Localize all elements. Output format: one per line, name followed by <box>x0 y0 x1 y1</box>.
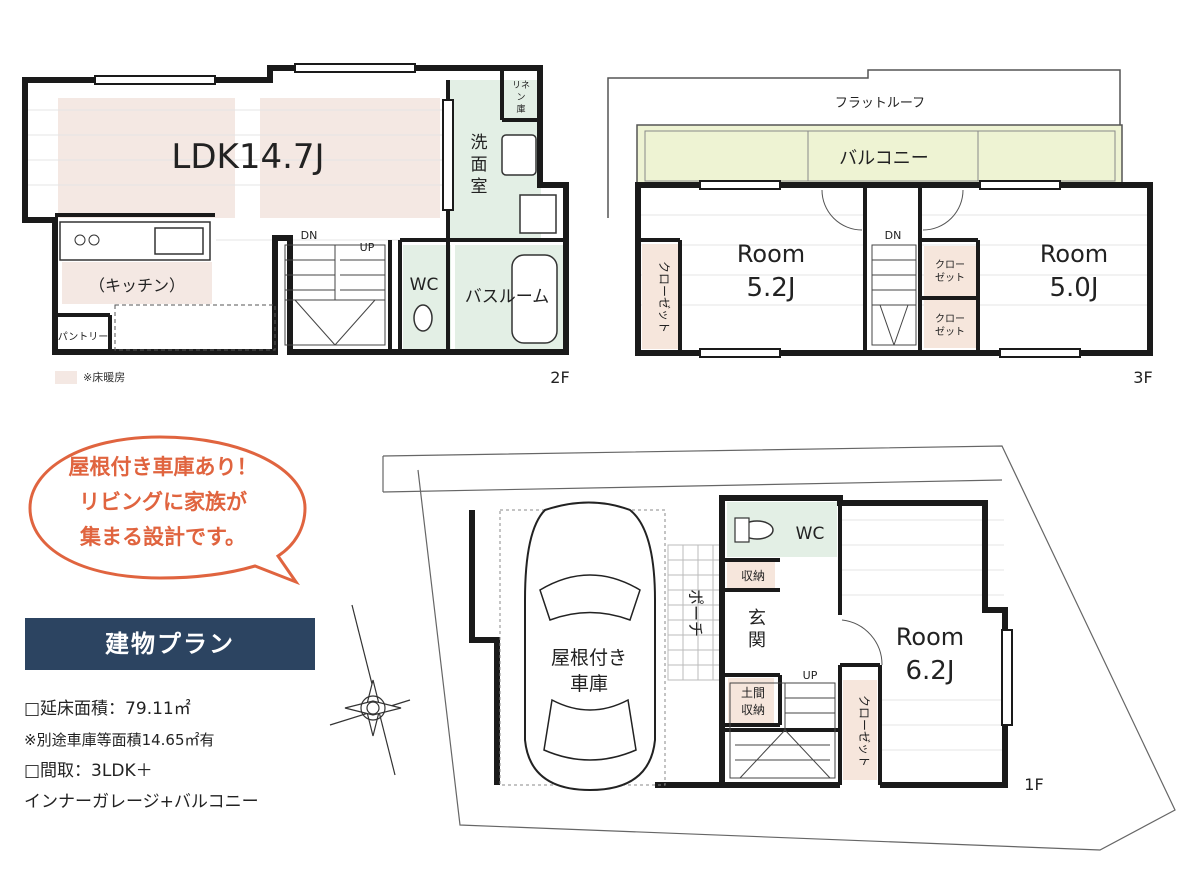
car-outline <box>524 501 656 792</box>
washroom-label-2: 面 <box>471 155 488 175</box>
floor-label-1f: 1F <box>1024 775 1043 794</box>
balcony-label: バルコニー <box>839 148 929 169</box>
ldk-label: LDK14.7J <box>171 137 324 177</box>
entrance-label-1: 玄 <box>748 608 766 629</box>
spec-garage-area: ※別途車庫等面積14.65㎡有 <box>24 731 215 749</box>
wc-2f-label: WC <box>410 275 439 295</box>
floor-label-2f: 2F <box>550 368 569 387</box>
storage-area <box>727 562 775 588</box>
floor-label-3f: 3F <box>1133 368 1152 387</box>
floor-1f: 屋根付き 車庫 ポーチ 玄 関 収納 土間 収納 WC Room 6.2J クロ… <box>382 445 1176 851</box>
specs-list: □延床面積：79.11㎡ ※別途車庫等面積14.65㎡有 □間取：3LDK＋ イ… <box>24 694 259 818</box>
legend-label: ※床暖房 <box>83 371 126 384</box>
flat-roof-outline <box>607 69 1121 218</box>
speech-bubble <box>28 435 307 586</box>
staircase <box>729 682 836 779</box>
exterior-wall <box>635 182 1153 356</box>
legend-swatch <box>55 370 77 384</box>
spec-area: □延床面積：79.11㎡ <box>24 699 191 719</box>
closet-small-1-line-1: クロー <box>935 259 965 271</box>
closet-small-1-line-2: ゼット <box>935 272 965 284</box>
washroom-label-3: 室 <box>471 177 488 197</box>
room-right-size: 5.0J <box>1049 273 1098 303</box>
staircase <box>871 244 917 346</box>
floor-heating-zone <box>58 98 235 218</box>
flat-roof-label: フラットルーフ <box>835 96 925 111</box>
bubble-line-3: 集まる設計です。 <box>80 525 246 549</box>
garage-label-2: 車庫 <box>570 673 608 695</box>
bubble-text: 屋根付き車庫あり！ リビングに家族が 集まる設計です。 <box>28 450 298 555</box>
stairs-up-label: UP <box>360 241 375 254</box>
floor-2f: LDK14.7J （キッチン） 洗 面 室 リネ ン 庫 WC バスルーム パン… <box>22 63 570 387</box>
washroom-label-1: 洗 <box>471 133 488 153</box>
floor-heating-legend: ※床暖房 <box>55 369 125 385</box>
porch-label: ポーチ <box>686 589 705 637</box>
wc-area <box>403 245 451 350</box>
room-left-title: Room <box>737 240 805 268</box>
floor-heating-zone <box>260 98 440 218</box>
linen-label-1: リネ <box>512 80 530 91</box>
plan-title-banner: 建物プラン <box>25 618 315 670</box>
kitchen-label: （キッチン） <box>89 276 185 295</box>
closet-area <box>843 680 877 780</box>
closet-area <box>924 300 976 348</box>
garage-label-1: 屋根付き <box>551 647 627 669</box>
balcony-area <box>636 124 1123 184</box>
spec-extras: インナーガレージ+バルコニー <box>24 792 259 812</box>
closet-1f-label: クローゼット <box>857 695 871 767</box>
closet-left-label: クローゼット <box>657 261 671 333</box>
floor-heating-zone <box>62 262 212 304</box>
stairs-down-label: DN <box>301 229 318 242</box>
staircase <box>284 244 386 346</box>
compass-rose <box>329 604 411 776</box>
closet-area <box>642 244 678 349</box>
room-1f-size: 6.2J <box>905 656 954 686</box>
entrance-label-2: 関 <box>748 630 766 651</box>
linen-label-3: 庫 <box>516 103 525 115</box>
stairs-up-label: UP <box>803 669 818 682</box>
site-boundary <box>382 445 1176 851</box>
room-right-title: Room <box>1040 240 1108 268</box>
earth-storage-label-1: 土間 <box>741 686 765 700</box>
room-left-size: 5.2J <box>746 273 795 303</box>
bathroom-label: バスルーム <box>465 287 550 307</box>
stairs-down-label: DN <box>885 229 902 242</box>
floor-3f: フラットルーフ バルコニー Room 5.2J Room 5.0J クローゼット… <box>607 69 1153 387</box>
closet-small-2-line-1: クロー <box>935 313 965 325</box>
earth-storage-area <box>728 678 774 723</box>
closet-small-2-line-2: ゼット <box>935 326 965 338</box>
room-1f-title: Room <box>896 623 964 651</box>
storage-label: 収納 <box>741 569 765 583</box>
spec-layout: □間取：3LDK＋ <box>24 761 153 781</box>
linen-label-2: ン <box>516 93 525 103</box>
wc-1f-label: WC <box>796 524 825 544</box>
bubble-line-2: リビングに家族が <box>79 490 247 514</box>
earth-storage-label-2: 収納 <box>741 703 765 717</box>
pantry-label: パントリー <box>58 331 109 343</box>
bubble-line-1: 屋根付き車庫あり！ <box>68 455 258 479</box>
closet-area <box>924 246 976 296</box>
